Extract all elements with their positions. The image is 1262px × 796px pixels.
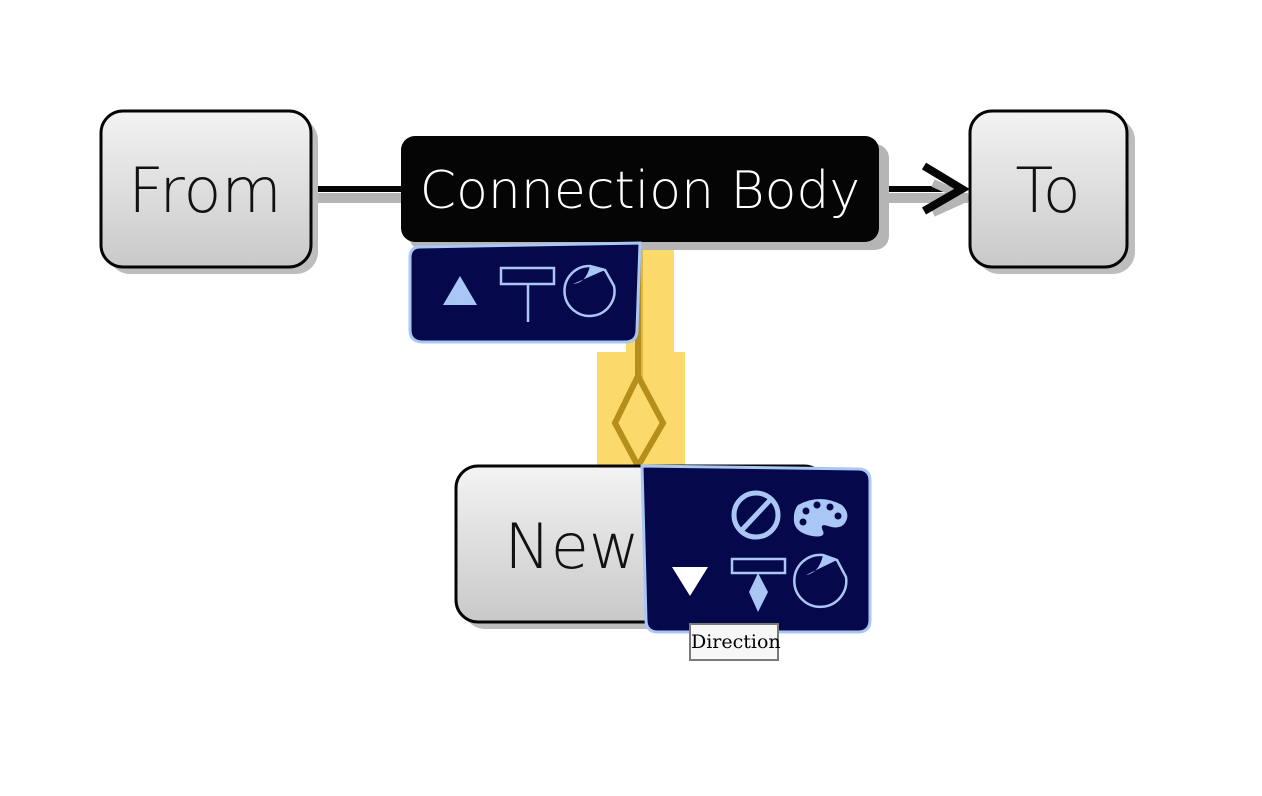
sticker-icon[interactable] [563, 264, 616, 318]
direction-tooltip: Direction [689, 623, 781, 661]
direction-up-icon[interactable] [443, 276, 477, 305]
node-new-label: New [504, 510, 639, 583]
text-style-icon[interactable] [499, 266, 556, 322]
direction-down-icon[interactable] [672, 567, 708, 596]
new-link-toolbar [640, 464, 872, 634]
node-from[interactable]: From [99, 109, 318, 274]
edge-toolbar [408, 241, 642, 344]
node-to-label: To [1015, 154, 1080, 227]
diamond-marker-icon[interactable] [730, 557, 787, 612]
remove-icon[interactable] [731, 490, 781, 540]
arrowhead-icon [921, 162, 970, 215]
node-from-label: From [128, 154, 282, 227]
connection-body[interactable]: Connection Body [401, 136, 889, 250]
connection-body-label: Connection Body [420, 161, 860, 221]
sticker-icon[interactable] [793, 553, 848, 609]
node-to[interactable]: To [968, 109, 1135, 274]
palette-icon[interactable] [793, 499, 848, 537]
